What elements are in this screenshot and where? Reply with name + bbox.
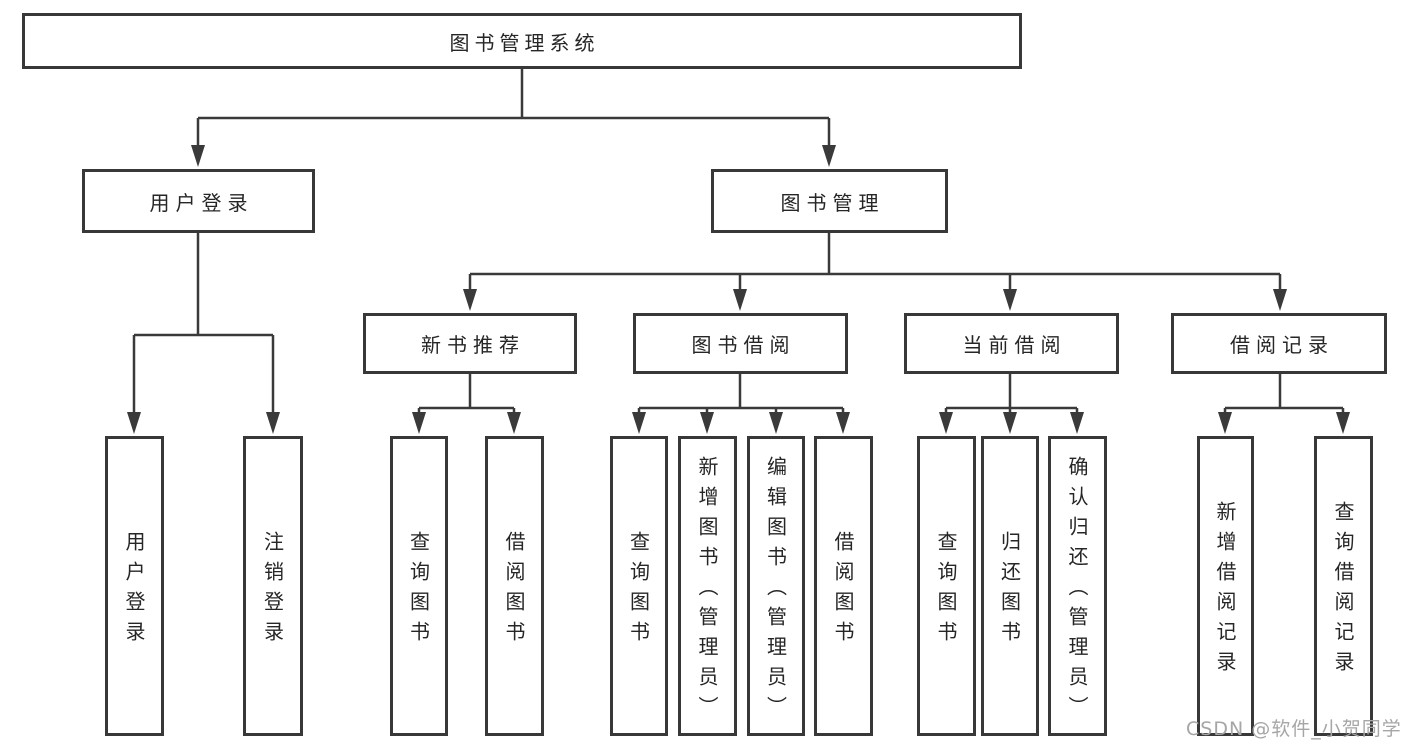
node-label: 用户登录 [149, 190, 254, 215]
leaf-borrow-books: 借阅图书 [814, 436, 873, 736]
leaf-add-borrow-record: 新增借阅记录 [1197, 436, 1254, 736]
node-library-management-system: 图书管理系统 [22, 13, 1022, 69]
leaf-query-books: 查询图书 [390, 436, 448, 736]
node-label: 查询借阅记录 [1331, 501, 1355, 681]
node-label: 借阅图书 [831, 531, 855, 651]
node-new-book-recommendation: 新书推荐 [363, 313, 577, 374]
leaf-user-login: 用户登录 [105, 436, 164, 736]
leaf-confirm-return-admin: 确认归还（管理员） [1048, 436, 1107, 736]
node-label: 图书管理 [780, 190, 885, 215]
connector-lines [132, 69, 1345, 416]
node-label: 借阅图书 [502, 531, 526, 651]
node-label: 图书借阅 [691, 333, 796, 357]
leaf-borrow-books: 借阅图书 [485, 436, 544, 736]
node-book-borrowing: 图书借阅 [633, 313, 848, 374]
node-label: 注销登录 [260, 531, 285, 651]
arrowheads [127, 145, 1350, 434]
leaf-add-books-admin: 新增图书（管理员） [678, 436, 737, 736]
node-label: 新书推荐 [421, 333, 525, 357]
node-label: 当前借阅 [962, 333, 1067, 357]
node-label: 查询图书 [406, 531, 431, 651]
node-label: 归还图书 [997, 531, 1022, 651]
node-label: 查询图书 [626, 531, 651, 651]
watermark: CSDN @软件_小贺同学 [1186, 718, 1402, 740]
node-label: 新增借阅记录 [1213, 501, 1237, 681]
node-label: 新增图书（管理员） [695, 456, 719, 726]
node-label: 用户登录 [122, 531, 146, 651]
leaf-return-books: 归还图书 [981, 436, 1039, 736]
node-label: 查询图书 [934, 531, 958, 651]
leaf-query-books: 查询图书 [610, 436, 668, 736]
node-label: 图书管理系统 [449, 30, 600, 55]
node-label: 借阅记录 [1230, 333, 1334, 357]
node-user-login: 用户登录 [82, 169, 315, 233]
leaf-query-books: 查询图书 [917, 436, 976, 736]
node-book-management: 图书管理 [711, 169, 948, 233]
leaf-logout: 注销登录 [243, 436, 303, 736]
leaf-edit-books-admin: 编辑图书（管理员） [747, 436, 805, 736]
node-label: 确认归还（管理员） [1065, 456, 1089, 726]
leaf-query-borrow-record: 查询借阅记录 [1314, 436, 1373, 736]
node-borrowing-records: 借阅记录 [1171, 313, 1387, 374]
node-current-borrowing: 当前借阅 [904, 313, 1119, 374]
node-label: 编辑图书（管理员） [763, 456, 788, 726]
